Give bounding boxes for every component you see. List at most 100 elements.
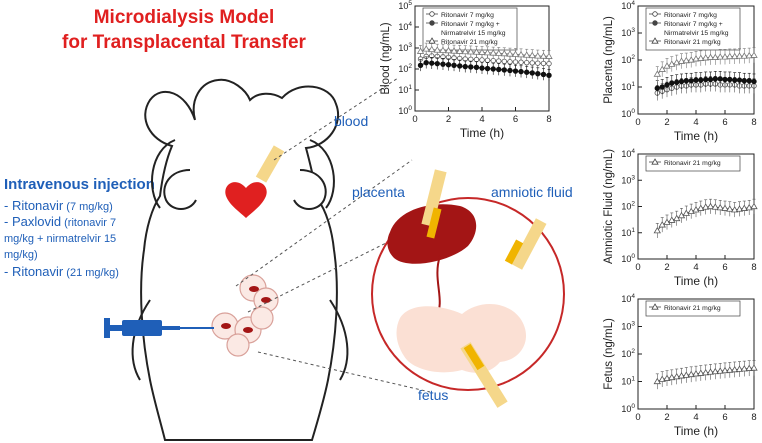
data-point: [524, 59, 530, 66]
data-point: [495, 49, 503, 56]
y-tick-label: 103: [398, 42, 412, 53]
y-tick-label: 102: [621, 201, 635, 212]
data-point: [422, 45, 430, 52]
data-point: [428, 45, 436, 53]
data-point: [687, 370, 695, 378]
data-point: [682, 56, 690, 64]
data-point: [663, 374, 671, 381]
y-tick-label: 101: [621, 227, 635, 238]
data-point: [711, 203, 719, 210]
data-point: [740, 364, 748, 372]
data-point: [726, 52, 734, 60]
y-tick-label: 101: [398, 84, 412, 95]
data-point: [653, 377, 661, 385]
data-point: [750, 202, 758, 210]
data-point: [750, 364, 758, 371]
illustration: [104, 77, 565, 441]
x-tick-label: 0: [635, 262, 640, 273]
data-point: [751, 78, 757, 85]
heart-icon: [225, 182, 267, 218]
y-tick-label: 101: [621, 376, 635, 387]
data-point: [417, 62, 424, 69]
data-point: [468, 64, 474, 70]
x-tick-label: 8: [751, 262, 756, 273]
series-group: [654, 71, 757, 96]
data-point: [735, 365, 744, 372]
x-tick-label: 4: [693, 412, 698, 423]
data-point: [501, 67, 507, 73]
data-point: [523, 51, 531, 58]
data-point: [654, 85, 660, 91]
data-point: [682, 371, 690, 378]
data-point: [697, 54, 705, 61]
data-point: [716, 367, 724, 374]
fetus-illustration: [396, 303, 527, 373]
y-tick-label: 100: [621, 253, 635, 264]
y-axis-label: Placenta (ng/mL): [603, 16, 615, 104]
data-point: [434, 60, 440, 67]
data-point: [716, 53, 724, 60]
data-point: [507, 59, 513, 65]
data-point: [489, 49, 497, 56]
data-point: [683, 78, 689, 84]
y-tick-label: 100: [621, 108, 635, 119]
data-point: [653, 226, 661, 234]
legend-entry: Ritonavir 7 mg/kg: [441, 12, 494, 19]
legend-marker: [651, 303, 659, 310]
data-point: [518, 59, 524, 65]
y-tick-label: 104: [621, 148, 635, 159]
figure-title-line-2: for Transplacental Transfer: [62, 32, 306, 53]
x-tick-label: 8: [751, 412, 756, 423]
data-point: [484, 57, 491, 63]
data-point: [528, 51, 536, 59]
legend-entry: Ritonavir 7 mg/kg +: [664, 21, 723, 28]
data-point: [692, 370, 700, 377]
data-point: [711, 367, 719, 375]
data-point: [479, 57, 485, 63]
legend-entry: Ritonavir 21 mg/kg: [664, 305, 721, 312]
x-tick-label: 2: [664, 412, 669, 423]
data-point: [664, 82, 670, 88]
label-blood: blood: [334, 113, 369, 129]
data-point: [658, 65, 666, 72]
x-axis-label: Time (h): [674, 274, 718, 288]
data-point: [721, 204, 729, 211]
y-tick-label: 102: [621, 54, 635, 65]
data-point: [535, 70, 541, 77]
data-point: [483, 48, 492, 56]
data-point: [423, 59, 429, 66]
data-point: [702, 368, 710, 376]
y-axis-label: Blood (ng/mL): [380, 22, 392, 94]
label-amniotic-fluid: amniotic fluid: [491, 184, 573, 200]
data-point: [722, 76, 728, 83]
x-tick-label: 0: [412, 114, 417, 125]
y-tick-label: 103: [621, 174, 635, 185]
data-point: [740, 204, 748, 211]
data-point: [677, 372, 686, 379]
data-point: [697, 369, 705, 376]
data-point: [433, 46, 441, 53]
data-point: [716, 203, 724, 211]
y-tick-label: 104: [621, 0, 635, 11]
figure-title-line-1: Microdialysis Model: [93, 7, 275, 28]
series-group: [416, 42, 553, 63]
data-point: [501, 58, 507, 65]
data-point: [416, 47, 425, 54]
data-point: [677, 211, 686, 219]
data-point: [534, 52, 542, 59]
data-point: [496, 66, 502, 73]
y-tick-label: 102: [621, 348, 635, 359]
injection-item-3: - Ritonavir (21 mg/kg): [4, 264, 119, 279]
data-point: [727, 76, 733, 83]
injection-item-2-cont-1: mg/kg + nirmatrelvir 15: [4, 233, 117, 245]
x-tick-label: 6: [513, 114, 518, 125]
legend-marker: [651, 158, 659, 165]
legend-box: [645, 155, 741, 172]
data-point: [746, 78, 752, 84]
legend-marker: [652, 11, 658, 17]
data-point: [740, 52, 748, 59]
data-point: [461, 47, 469, 55]
x-axis-label: Time (h): [674, 424, 718, 438]
data-point: [450, 47, 458, 54]
